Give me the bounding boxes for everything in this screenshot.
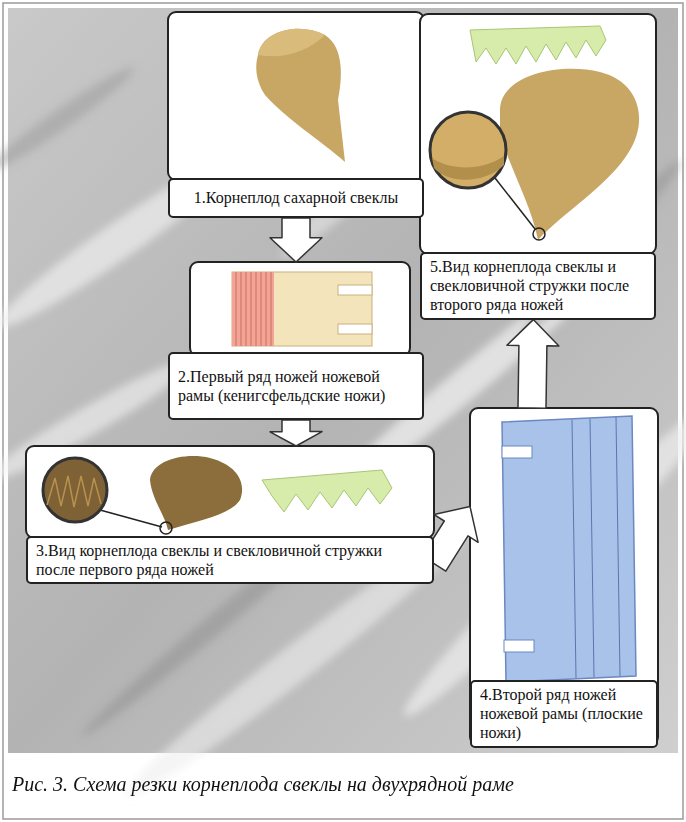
beet-shreds [262, 470, 392, 512]
step-label: 2.Первый ряд ножей ножевой рамы (кенигсф… [168, 352, 424, 420]
smooth-cut [432, 156, 504, 180]
knife-slot [502, 446, 532, 458]
beet-shreds [470, 26, 606, 64]
magnifier-leader [495, 178, 535, 229]
flow-arrow [270, 218, 322, 262]
detail-marker [160, 522, 172, 534]
step-label: 1.Корнеплод сахарной свеклы [168, 178, 424, 218]
flow-arrow [270, 420, 322, 446]
image-panel [168, 12, 424, 180]
process-panel: 2.Первый ряд ножей ножевой рамы (кенигсф… [168, 262, 424, 420]
knife-slot [338, 324, 372, 334]
knife-edge-line [572, 420, 576, 678]
figure-caption: Рис. 3. Схема резки корнеплода свеклы на… [12, 772, 672, 796]
teeth-ridges [236, 272, 271, 346]
image-panel [190, 262, 410, 356]
step-label: 3.Вид корнеплода свеклы и свекловичной с… [26, 536, 434, 584]
knife-body [232, 272, 372, 346]
magnifier-circle [43, 458, 107, 522]
knife-edge-line [616, 417, 620, 676]
knife-slot [338, 285, 372, 295]
flow-arrow [507, 320, 559, 409]
magnifier-leader [100, 510, 162, 527]
detail-marker [533, 228, 545, 240]
process-panel: 1.Корнеплод сахарной свеклы [168, 12, 424, 218]
knife-slot [504, 640, 534, 652]
step-label: 5.Вид корнеплода свеклы и свекловичной с… [420, 252, 656, 320]
knife-teeth [232, 272, 274, 346]
step-label: 4.Второй ряд ножей ножевой рамы (плоские… [470, 680, 658, 748]
knife-edge-line [590, 419, 594, 677]
beet-root-cut [150, 456, 242, 530]
process-panel: 4.Второй ряд ножей ножевой рамы (плоские… [470, 408, 658, 748]
flat-knife [502, 416, 636, 682]
konigsfeld-knife [232, 272, 372, 346]
image-panel [420, 14, 656, 254]
beet-top [258, 29, 325, 56]
beet-root-cut [500, 69, 639, 240]
streak-shadow [0, 60, 139, 180]
cut-ridges [47, 476, 101, 507]
magnifier-circle [430, 112, 506, 188]
beet-root [256, 29, 345, 162]
process-panel: 3.Вид корнеплода свеклы и свекловичной с… [26, 446, 434, 584]
image-panel [26, 446, 434, 538]
process-panel: 5.Вид корнеплода свеклы и свекловичной с… [420, 14, 656, 320]
knife-plate [502, 416, 636, 682]
